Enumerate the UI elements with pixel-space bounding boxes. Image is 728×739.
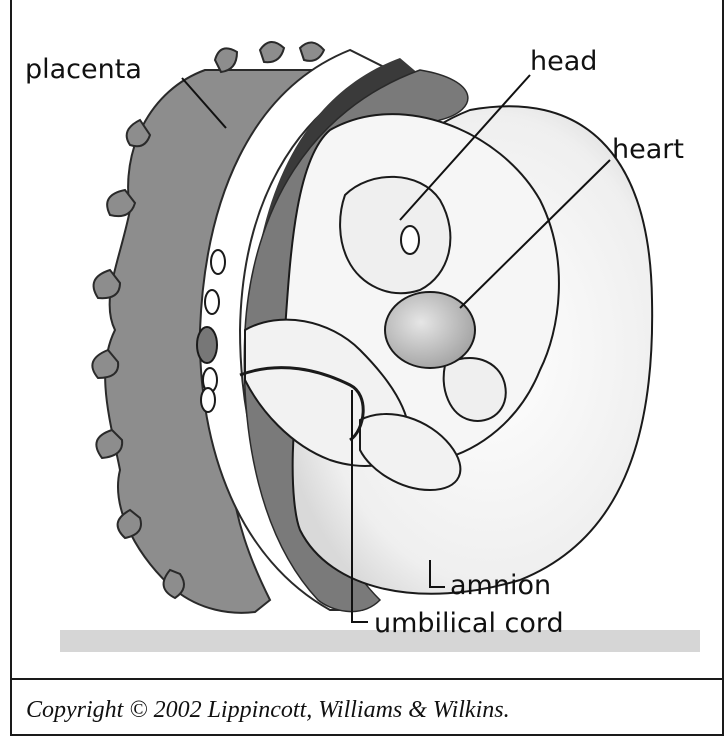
- label-heart: heart: [612, 134, 684, 165]
- heart-shape: [385, 292, 475, 368]
- label-umbilical-cord: umbilical cord: [374, 608, 564, 639]
- label-head: head: [530, 46, 597, 77]
- label-amnion: amnion: [450, 570, 551, 601]
- label-placenta: placenta: [25, 54, 142, 85]
- embryo-illustration: placenta head heart amnion umbilical cor…: [0, 0, 728, 680]
- copyright-caption: Copyright © 2002 Lippincott, Williams & …: [26, 690, 716, 730]
